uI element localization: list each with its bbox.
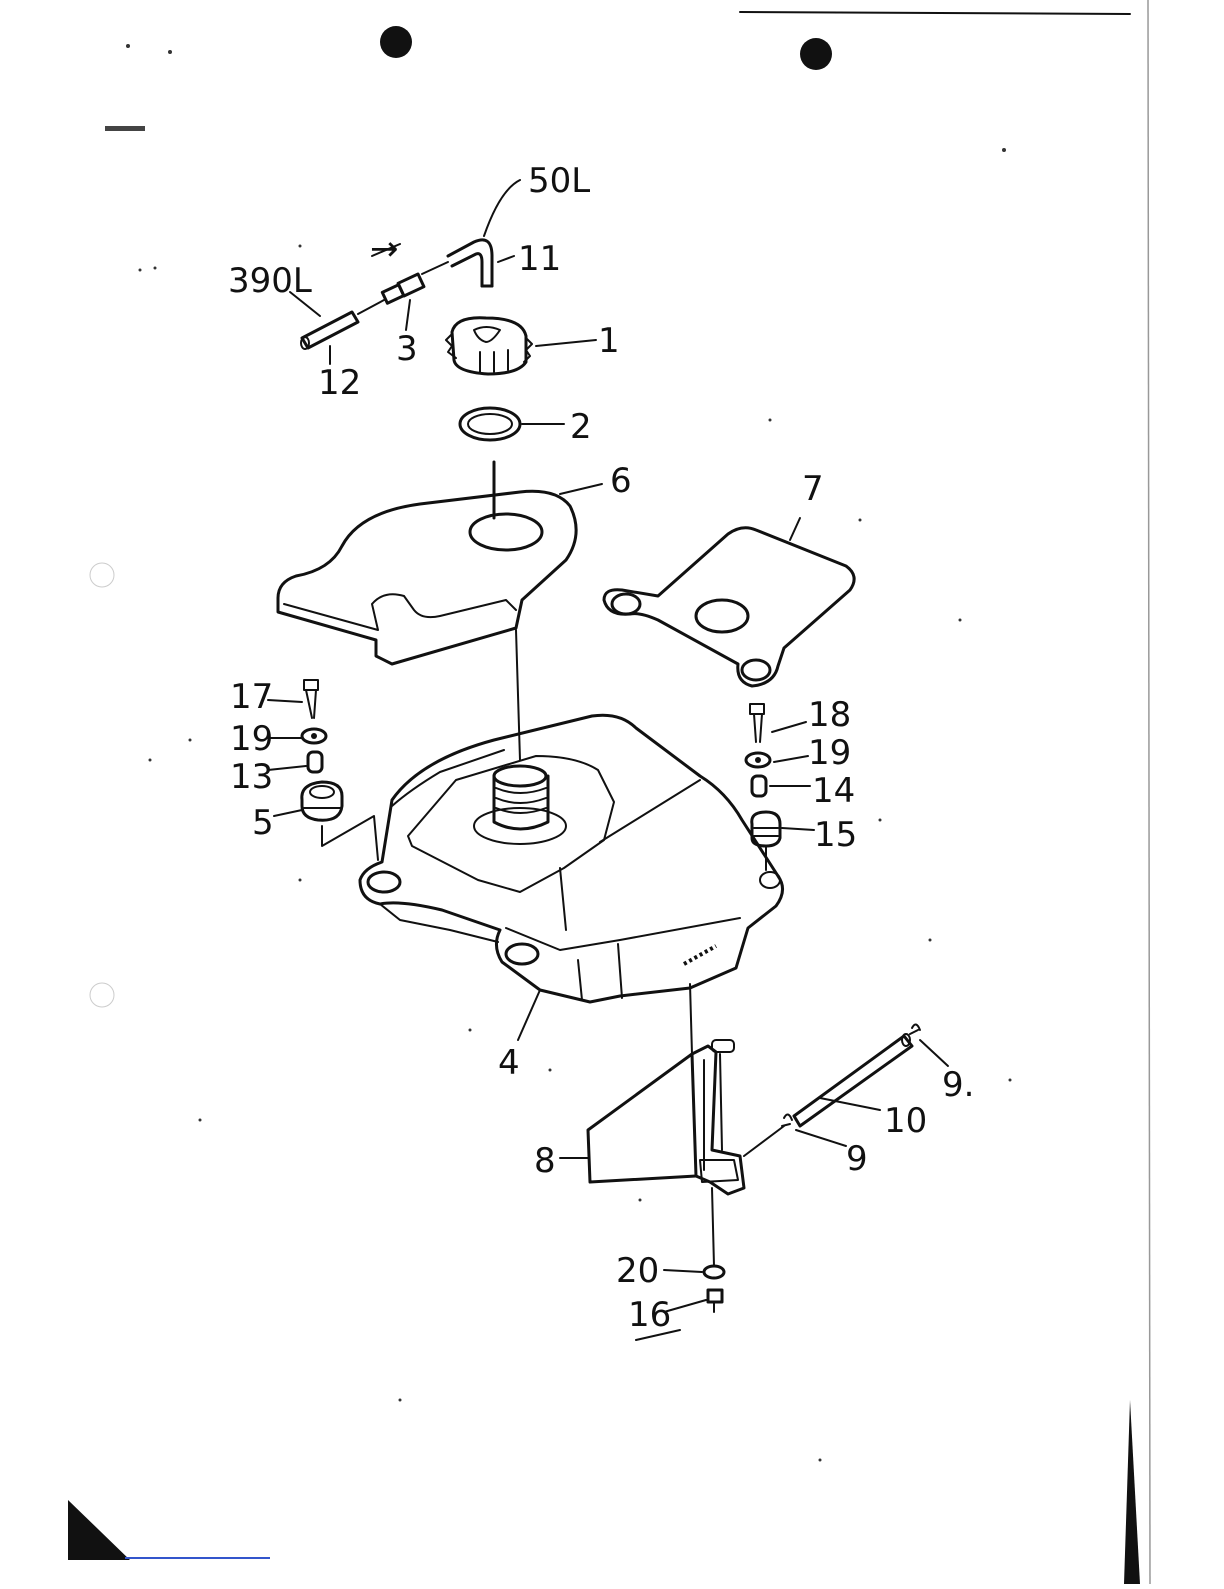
callout-17: 17 — [230, 677, 273, 717]
grommet-part-5 — [302, 782, 342, 820]
filler-cap-part-1 — [446, 318, 532, 374]
bracket-part-8 — [588, 1040, 744, 1194]
clip-pin-part-9-lower — [782, 1114, 792, 1126]
callout-19-left: 19 — [230, 719, 273, 759]
washer-part-19-right — [746, 753, 770, 767]
callout-16: 16 — [628, 1295, 671, 1335]
callout-20: 20 — [616, 1251, 659, 1291]
clip-pin-part-9-upper — [910, 1024, 920, 1034]
faint-hole-mark — [90, 983, 114, 1007]
punch-hole-right — [800, 38, 832, 70]
header-stamp — [105, 126, 145, 131]
washer-part-19-left — [302, 729, 326, 743]
punch-hole-left — [380, 26, 412, 58]
right-corner-shadow — [1124, 1400, 1140, 1584]
bent-hose-part-11 — [448, 240, 492, 286]
bolt-part-17 — [304, 680, 318, 718]
callout-19-right: 19 — [808, 733, 851, 773]
leader-tank-to-bracket — [690, 984, 692, 1054]
faint-hole-mark — [90, 563, 114, 587]
hose-length-390: 390L — [228, 261, 312, 301]
flow-direction-arrow: → — [370, 229, 399, 269]
callout-13: 13 — [230, 757, 273, 797]
hose-length-50: 50L — [528, 161, 590, 201]
callout-6: 6 — [610, 461, 632, 501]
callout-18: 18 — [808, 695, 851, 735]
leader-pin-to-bracket — [744, 1126, 784, 1156]
callout-8: 8 — [534, 1141, 556, 1181]
callout-7: 7 — [802, 469, 824, 509]
bolt-part-16 — [708, 1290, 722, 1312]
callout-11: 11 — [518, 239, 561, 279]
top-edge-line — [740, 12, 1130, 14]
hose-part-12 — [301, 312, 358, 349]
callout-3: 3 — [396, 329, 418, 369]
leader-pad-to-tank — [516, 630, 520, 760]
right-edge-line — [1148, 0, 1150, 1584]
collar-part-14 — [752, 776, 766, 796]
callout-12: 12 — [318, 363, 361, 403]
callout-2: 2 — [570, 407, 592, 447]
leader-bracket-to-bolt — [712, 1188, 714, 1266]
leader-grommet-to-flange — [322, 816, 378, 860]
valve-part-3 — [358, 262, 448, 314]
bolt-part-18 — [750, 704, 764, 742]
callout-9-lower: 9 — [846, 1139, 868, 1179]
mount-plate-part-7 — [604, 528, 854, 686]
fuel-tank-part-4 — [360, 715, 783, 1002]
washer-part-20 — [704, 1266, 724, 1278]
callout-15: 15 — [814, 815, 857, 855]
callout-9-upper: 9. — [942, 1065, 974, 1105]
cover-pad-part-6 — [278, 491, 576, 664]
callout-14: 14 — [812, 771, 855, 811]
callout-5: 5 — [252, 803, 274, 843]
collar-part-13 — [308, 752, 322, 772]
gasket-ring-part-2 — [460, 408, 520, 440]
callout-10: 10 — [884, 1101, 927, 1141]
left-corner-shadow — [68, 1500, 130, 1560]
callout-4: 4 — [498, 1043, 520, 1083]
callout-1: 1 — [598, 321, 620, 361]
